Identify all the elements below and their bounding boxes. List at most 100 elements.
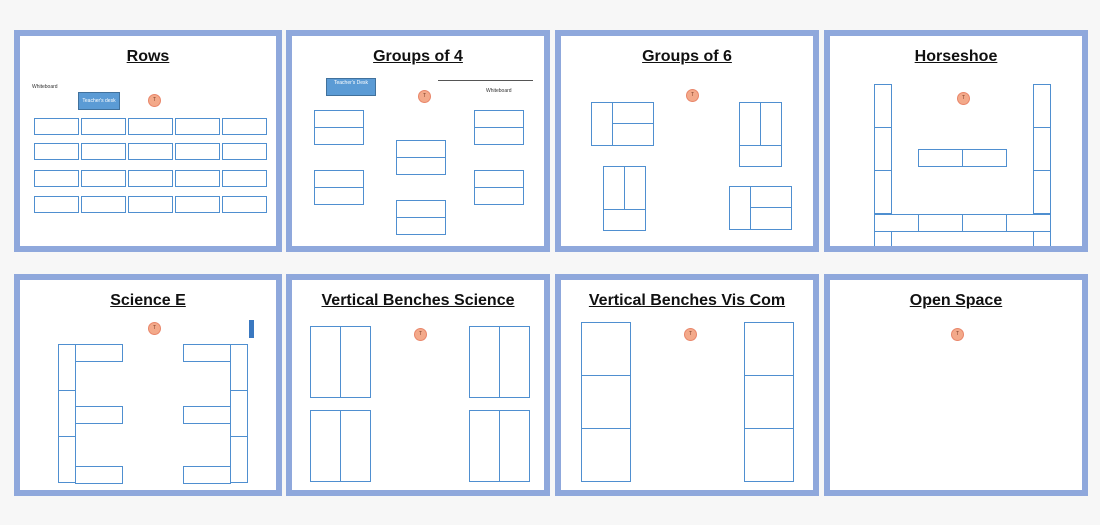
student-desk bbox=[128, 143, 173, 160]
panel-title: Groups of 6 bbox=[642, 48, 732, 65]
student-desk bbox=[183, 466, 231, 484]
student-desk bbox=[750, 207, 792, 230]
student-desk bbox=[34, 143, 79, 160]
student-desk bbox=[499, 326, 530, 398]
student-desk bbox=[310, 410, 341, 482]
teacher-marker: T bbox=[148, 94, 161, 107]
panel-title: Rows bbox=[126, 48, 170, 65]
student-desk bbox=[874, 214, 919, 232]
student-desk bbox=[612, 102, 654, 124]
student-desk bbox=[34, 196, 79, 213]
layout-panel-horseshoe: Horseshoe T bbox=[824, 30, 1088, 252]
student-desk bbox=[175, 143, 220, 160]
panel-title: Vertical Benches Science bbox=[321, 292, 515, 309]
whiteboard-label: Whiteboard bbox=[32, 84, 58, 90]
student-desk bbox=[34, 170, 79, 187]
layout-panel-science-e: Science E T bbox=[14, 274, 282, 496]
student-desk bbox=[474, 110, 524, 128]
teacher-marker: T bbox=[686, 89, 699, 102]
student-desk bbox=[183, 344, 231, 362]
student-desk bbox=[760, 102, 782, 146]
student-desk bbox=[75, 466, 123, 484]
student-desk bbox=[918, 149, 963, 167]
student-desk bbox=[230, 344, 248, 391]
student-desk bbox=[962, 149, 1007, 167]
student-desk bbox=[310, 326, 341, 398]
teachers-desk: Teacher's desk bbox=[78, 92, 120, 110]
student-desk bbox=[918, 214, 963, 232]
student-desk bbox=[612, 123, 654, 146]
layout-panel-vertical-benches-vis-com: Vertical Benches Vis Com T bbox=[555, 274, 819, 496]
teachers-desk: Teacher's Desk bbox=[326, 78, 376, 96]
layout-panel-groups-of-4: Groups of 4 Teacher's Desk T Whiteboard bbox=[286, 30, 550, 252]
student-desk bbox=[396, 200, 446, 218]
layout-panel-open-space: Open Space T bbox=[824, 274, 1088, 496]
student-desk bbox=[739, 145, 782, 167]
student-desk bbox=[581, 322, 631, 376]
student-desk bbox=[75, 406, 123, 424]
student-desk bbox=[603, 209, 646, 231]
student-desk bbox=[396, 157, 446, 175]
student-desk bbox=[128, 118, 173, 135]
student-desk bbox=[314, 110, 364, 128]
student-desk bbox=[874, 84, 892, 128]
student-desk bbox=[469, 410, 500, 482]
student-desk bbox=[591, 102, 613, 146]
panel-title: Open Space bbox=[909, 292, 1003, 309]
student-desk bbox=[581, 428, 631, 482]
teacher-marker: T bbox=[684, 328, 697, 341]
student-desk bbox=[81, 196, 126, 213]
student-desk bbox=[874, 127, 892, 171]
student-desk bbox=[222, 170, 267, 187]
student-desk bbox=[81, 143, 126, 160]
student-desk bbox=[744, 375, 794, 429]
student-desk bbox=[222, 118, 267, 135]
side-bench-marker bbox=[249, 320, 254, 338]
panel-title: Groups of 4 bbox=[373, 48, 463, 65]
student-desk bbox=[75, 344, 123, 362]
student-desk bbox=[58, 344, 76, 391]
student-desk bbox=[874, 170, 892, 214]
teacher-marker: T bbox=[148, 322, 161, 335]
layout-panel-rows: Rows Whiteboard Teacher's desk T bbox=[14, 30, 282, 252]
student-desk bbox=[183, 406, 231, 424]
student-desk bbox=[1006, 214, 1051, 232]
student-desk bbox=[1033, 84, 1051, 128]
student-desk bbox=[58, 436, 76, 483]
student-desk bbox=[750, 186, 792, 208]
panel-title: Science E bbox=[110, 292, 186, 309]
student-desk bbox=[175, 196, 220, 213]
student-desk bbox=[474, 127, 524, 145]
student-desk bbox=[962, 214, 1007, 232]
layout-panel-vertical-benches-science: Vertical Benches Science T bbox=[286, 274, 550, 496]
student-desk bbox=[128, 170, 173, 187]
panel-title: Vertical Benches Vis Com bbox=[588, 292, 786, 309]
student-desk bbox=[1033, 127, 1051, 171]
student-desk bbox=[729, 186, 751, 230]
student-desk bbox=[739, 102, 761, 146]
student-desk bbox=[81, 118, 126, 135]
student-desk bbox=[81, 170, 126, 187]
student-desk bbox=[340, 410, 371, 482]
student-desk bbox=[396, 217, 446, 235]
student-desk bbox=[230, 436, 248, 483]
student-desk bbox=[624, 166, 646, 210]
student-desk bbox=[222, 196, 267, 213]
student-desk bbox=[128, 196, 173, 213]
student-desk bbox=[175, 170, 220, 187]
student-desk bbox=[175, 118, 220, 135]
student-desk bbox=[230, 390, 248, 437]
student-desk bbox=[474, 187, 524, 205]
student-desk bbox=[314, 187, 364, 205]
student-desk bbox=[581, 375, 631, 429]
student-desk bbox=[744, 428, 794, 482]
student-desk bbox=[744, 322, 794, 376]
student-desk bbox=[1033, 170, 1051, 214]
student-desk bbox=[34, 118, 79, 135]
student-desk bbox=[222, 143, 267, 160]
whiteboard-label: Whiteboard bbox=[486, 88, 512, 94]
student-desk bbox=[396, 140, 446, 158]
student-desk bbox=[314, 127, 364, 145]
panel-title: Horseshoe bbox=[914, 48, 998, 65]
student-desk bbox=[340, 326, 371, 398]
